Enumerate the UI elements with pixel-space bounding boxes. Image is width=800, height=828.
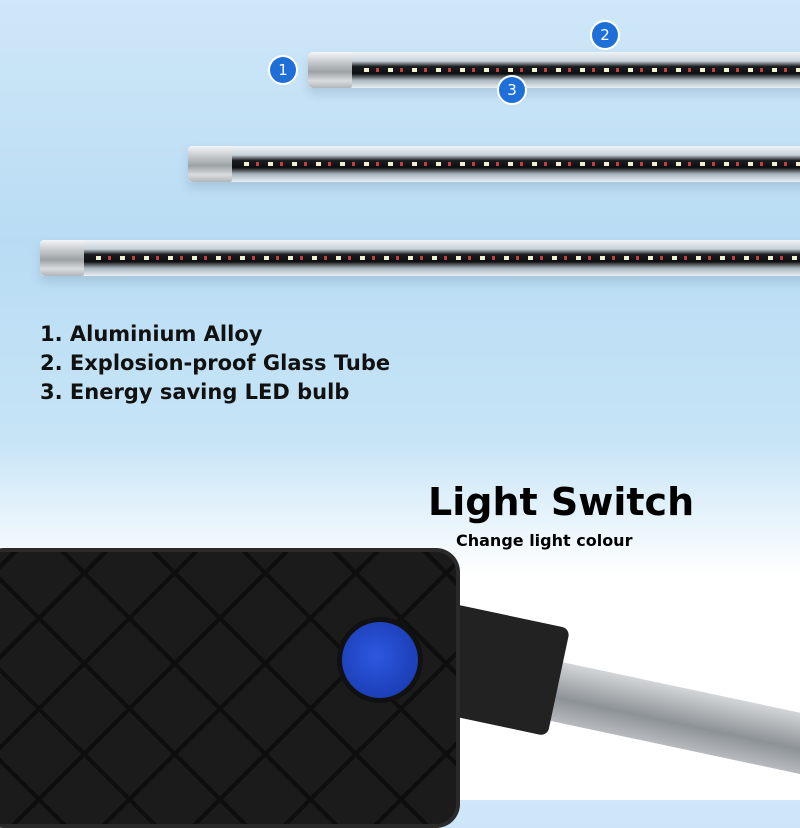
led-strip (364, 68, 800, 72)
colour-change-button (342, 622, 418, 698)
led-tube-1 (308, 52, 800, 88)
led-tube-3 (40, 240, 800, 276)
led-strip (244, 162, 800, 166)
callout-badge-3: 3 (499, 77, 525, 103)
feature-item: 3. Energy saving LED bulb (40, 380, 350, 404)
switch-subtitle: Change light colour (456, 531, 633, 550)
feature-item: 2. Explosion-proof Glass Tube (40, 351, 391, 375)
callout-badge-1: 1 (270, 57, 296, 83)
feature-list: 1. Aluminium Alloy 2. Explosion-proof Gl… (40, 320, 390, 407)
aluminium-end-cap (308, 52, 352, 88)
led-strip (96, 256, 800, 260)
feature-item: 1. Aluminium Alloy (40, 322, 263, 346)
callout-badge-2: 2 (592, 22, 618, 48)
led-tube-2 (188, 146, 800, 182)
switch-title: Light Switch (428, 480, 695, 524)
aluminium-end-cap (40, 240, 84, 276)
aluminium-end-cap (188, 146, 232, 182)
